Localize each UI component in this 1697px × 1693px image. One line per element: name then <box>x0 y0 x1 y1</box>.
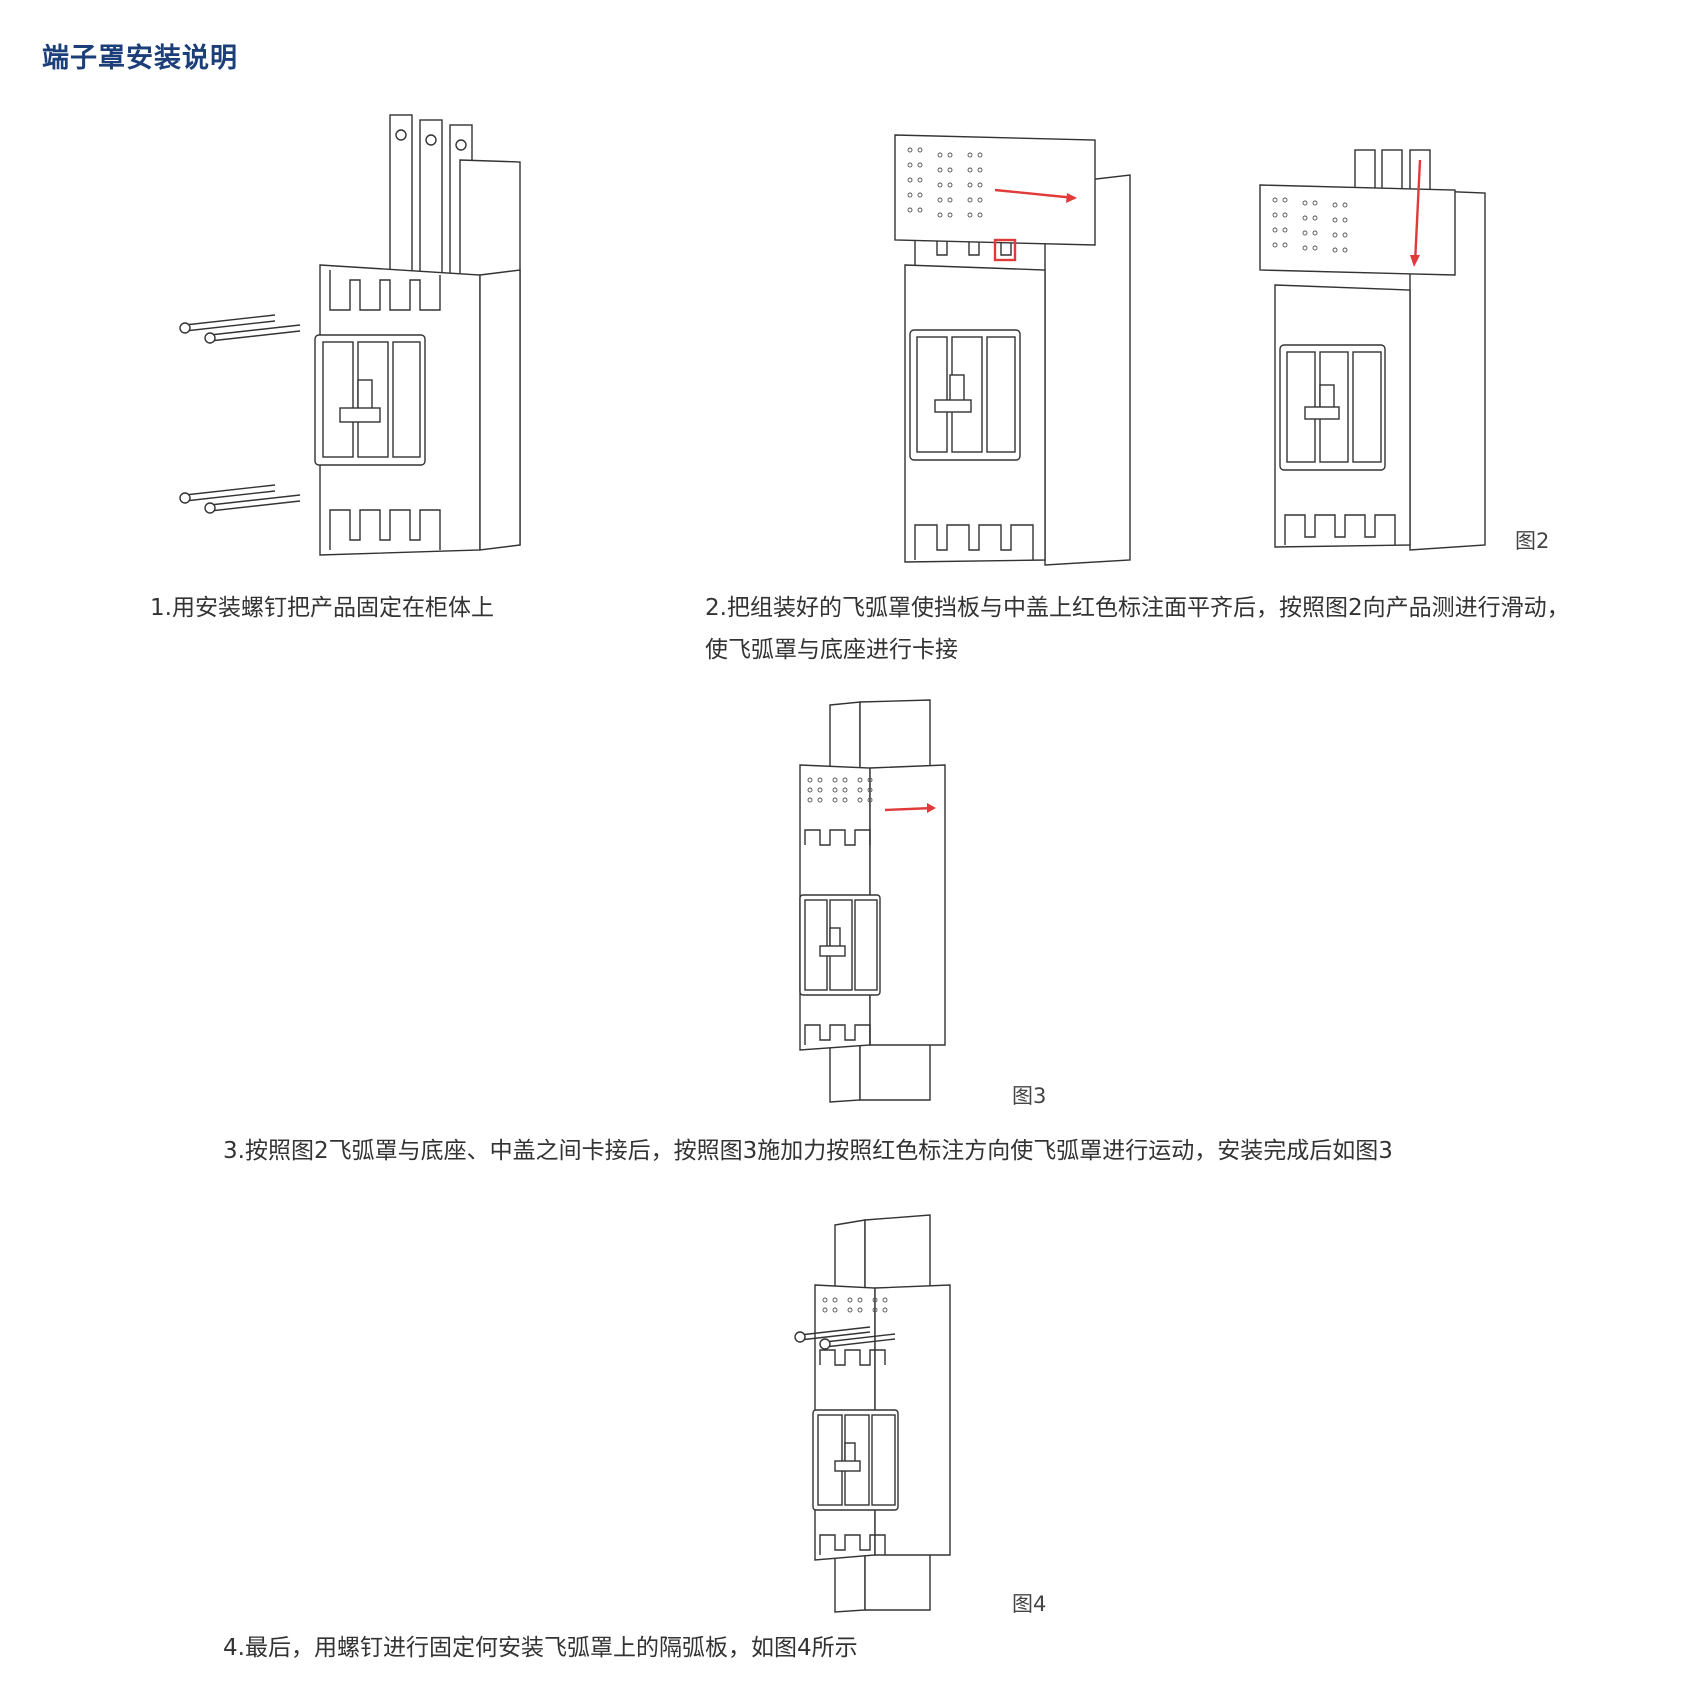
figure-2b-arc-cover-down <box>1259 149 1486 551</box>
figure-2a-arc-cover-slide <box>894 134 1131 566</box>
figure-4-label: 图4 <box>1012 1592 1047 1616</box>
figure-3-label: 图3 <box>1012 1084 1047 1108</box>
step-3-text: 3.按照图2飞弧罩与底座、中盖之间卡接后，按照图3施加力按照红色标注方向使飞弧罩… <box>223 1138 1393 1164</box>
step-4-text: 4.最后，用螺钉进行固定何安装飞弧罩上的隔弧板，如图4所示 <box>223 1635 858 1661</box>
figure-1-breaker-mounting <box>179 114 521 556</box>
figure-2-label: 图2 <box>1515 529 1550 553</box>
page-title: 端子罩安装说明 <box>42 43 238 74</box>
step-1-text: 1.用安装螺钉把产品固定在柜体上 <box>150 595 494 621</box>
step-2-text: 2.把组装好的飞弧罩使挡板与中盖上红色标注面平齐后，按照图2向产品测进行滑动， <box>705 595 1570 621</box>
figure-4-screwed-partition <box>794 1214 951 1613</box>
step-2-text-continued: 使飞弧罩与底座进行卡接 <box>705 637 958 663</box>
figure-3-installed-cover <box>799 699 946 1103</box>
